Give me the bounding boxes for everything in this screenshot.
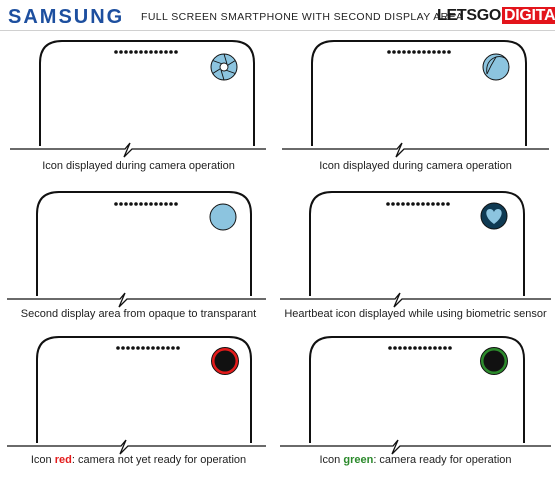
panel-camera-not-ready: Icon red: camera not yet ready for opera…: [0, 331, 277, 480]
panel-caption: Icon displayed during camera operation: [319, 160, 512, 172]
second-display-transparent-icon: [209, 203, 237, 231]
panel-second-display-transparent: Second display area from opaque to trans…: [0, 186, 277, 335]
caption-prefix: Icon: [30, 454, 55, 466]
caption-suffix: : camera not yet ready for operation: [71, 454, 247, 466]
panel-camera-aperture: Icon displayed during camera operation: [0, 31, 277, 180]
phone-outline-drawing: [282, 40, 549, 158]
header-divider: [0, 30, 555, 31]
camera-aperture-icon: [210, 53, 238, 81]
phone-outline-drawing: [7, 336, 266, 455]
panel-caption: Second display area from opaque to trans…: [20, 308, 257, 320]
letsgodigital-logo: LETSGODIGITAL: [437, 7, 555, 25]
logo-part-2: DIGITAL: [501, 7, 555, 24]
panel-camera-ready: Icon green: camera ready for operation: [277, 331, 554, 480]
panel-caption: Icon red: camera not yet ready for opera…: [0, 454, 277, 466]
logo-part-1: LETSGO: [437, 7, 501, 24]
caption-color-word: green: [343, 454, 374, 466]
panel-camera-aperture-partial: Icon displayed during camera operation: [277, 31, 554, 180]
page-title: FULL SCREEN SMARTPHONE WITH SECOND DISPL…: [141, 11, 464, 23]
phone-outline-drawing: [280, 336, 551, 455]
panel-caption: Icon displayed during camera operation: [42, 160, 235, 172]
header: SAMSUNG FULL SCREEN SMARTPHONE WITH SECO…: [0, 0, 555, 30]
phone-outline-drawing: [10, 40, 266, 158]
heartbeat-icon: [480, 202, 508, 230]
caption-prefix: Icon: [319, 454, 344, 466]
phone-outline-drawing: [280, 191, 551, 308]
panel-caption: Heartbeat icon displayed while using bio…: [284, 308, 547, 320]
camera-aperture-partial-icon: [482, 53, 510, 81]
camera-ready-ring-icon: [480, 347, 508, 375]
samsung-logo: SAMSUNG: [8, 6, 125, 28]
caption-color-word: red: [54, 454, 72, 466]
phone-outline-drawing: [7, 191, 266, 308]
camera-not-ready-ring-icon: [211, 347, 239, 375]
panel-heartbeat: Heartbeat icon displayed while using bio…: [277, 186, 554, 335]
caption-suffix: : camera ready for operation: [373, 454, 512, 466]
panel-caption: Icon green: camera ready for operation: [277, 454, 554, 466]
